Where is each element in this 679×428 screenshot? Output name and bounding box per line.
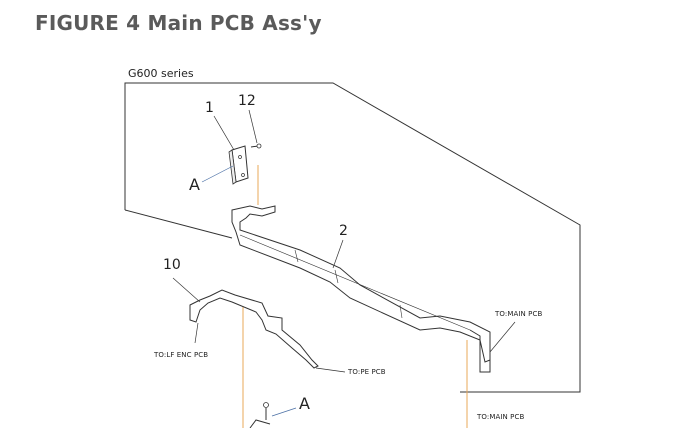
bottom-screw bbox=[249, 402, 271, 428]
ref-a-top: A bbox=[189, 175, 200, 194]
callout-10: 10 bbox=[163, 257, 181, 273]
assembly-outline-left bbox=[124, 209, 233, 239]
callout-2: 2 bbox=[339, 223, 348, 239]
callout-1: 1 bbox=[205, 100, 214, 116]
callout-12: 12 bbox=[238, 93, 256, 109]
series-label: G600 series bbox=[128, 67, 194, 80]
figure-title: FIGURE 4 Main PCB Ass'y bbox=[35, 11, 322, 35]
conn-to-main-pcb-1: TO:MAIN PCB bbox=[495, 310, 543, 318]
part-12-screw bbox=[250, 143, 262, 149]
conn-to-lf-enc-pcb: TO:LF ENC PCB bbox=[154, 351, 209, 359]
ref-a-bottom: A bbox=[299, 394, 310, 413]
conn-to-main-pcb-2: TO:MAIN PCB bbox=[477, 413, 525, 421]
assembly-outline bbox=[124, 82, 581, 393]
conn-to-pe-pcb: TO:PE PCB bbox=[348, 368, 386, 376]
part-10-cable bbox=[189, 289, 319, 369]
part-2-cable bbox=[231, 205, 491, 363]
